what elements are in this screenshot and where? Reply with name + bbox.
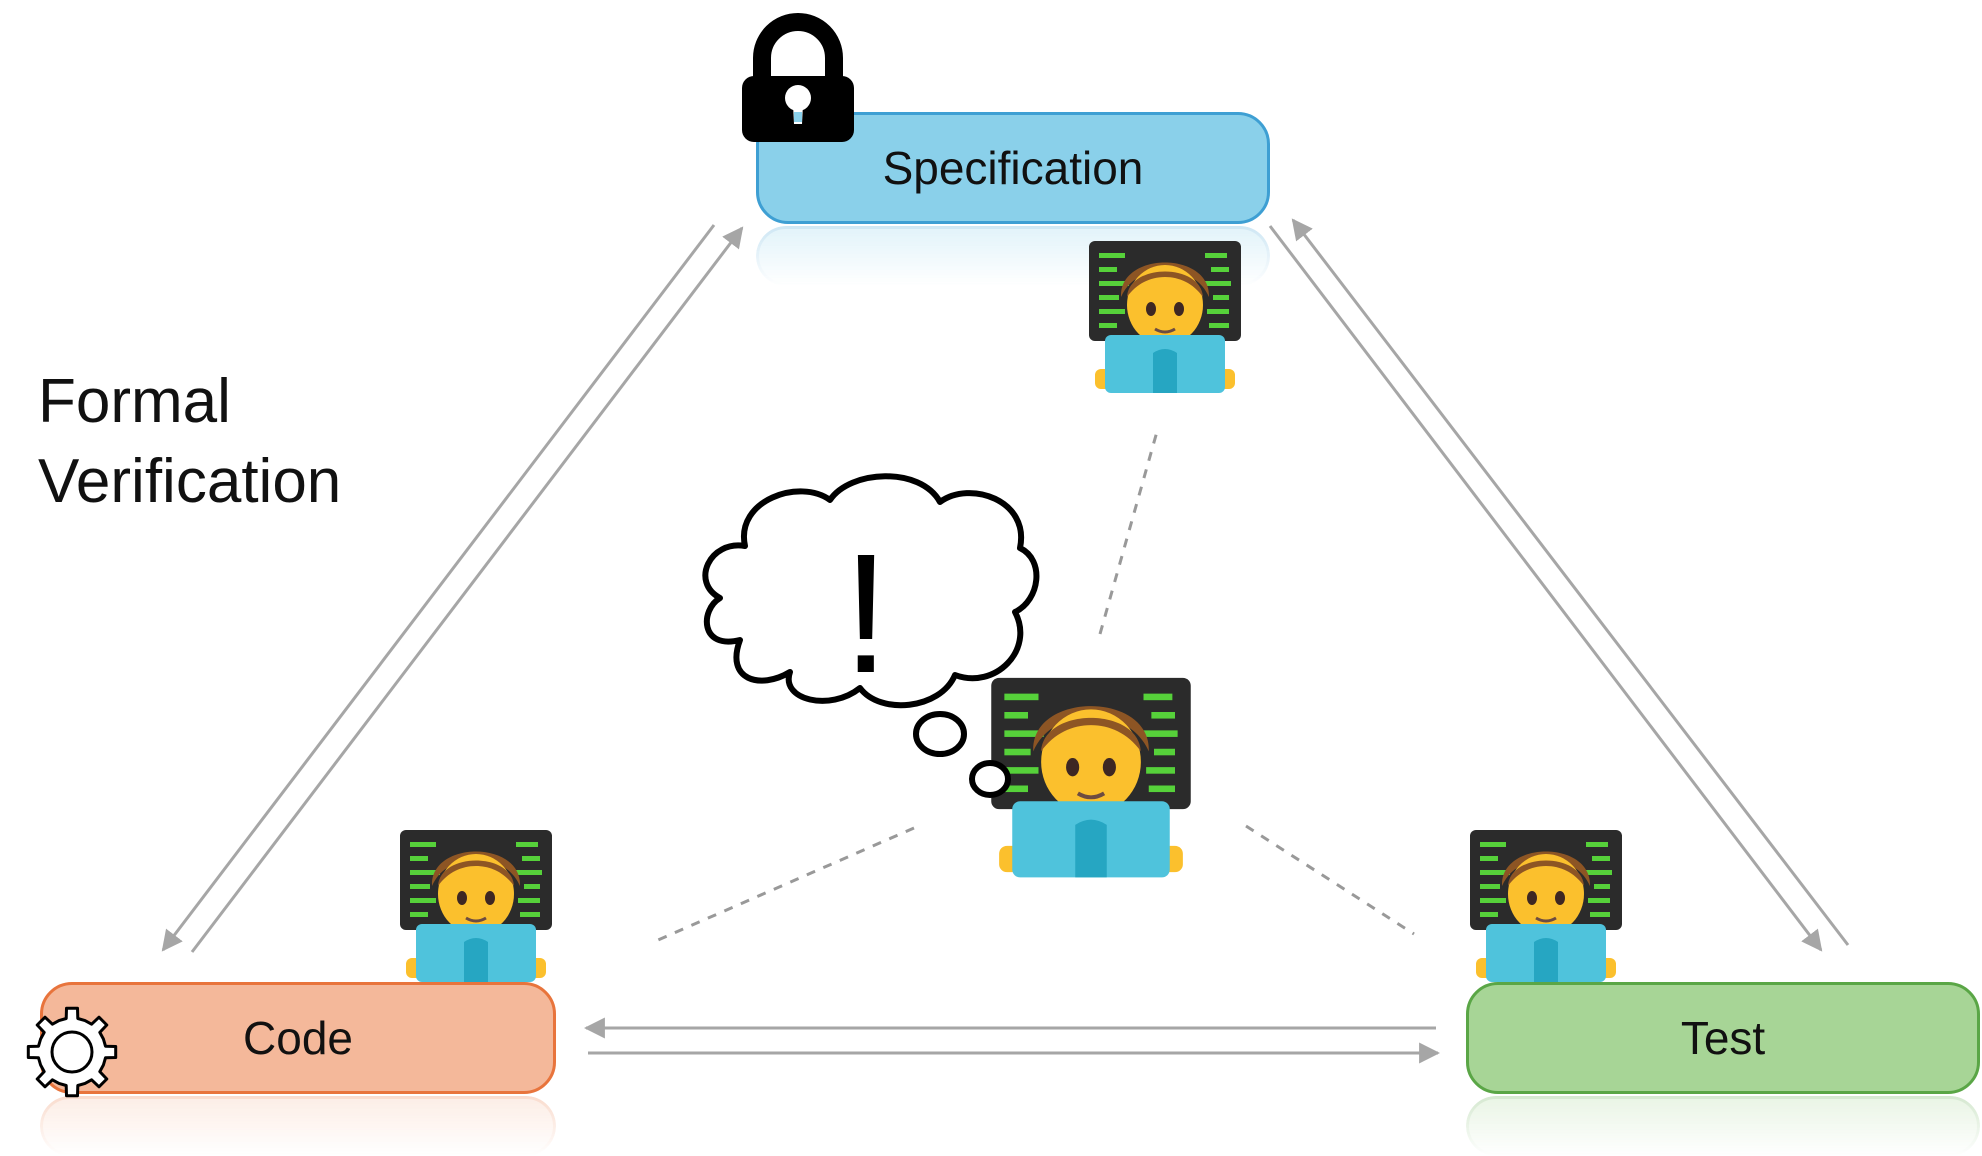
technologist-icon-code [398,828,554,984]
side-label-line-1: Formal [38,367,231,436]
code-label: Code [243,1012,353,1064]
side-label-line-2: Verification [38,447,342,516]
code-node: Code [40,982,556,1094]
technologist-icon-spec [1087,239,1243,395]
dashed-center-to-spec [1098,427,1160,635]
test-label: Test [1680,1012,1766,1064]
specification-label: Specification [882,142,1144,194]
exclamation-mark: ! [842,519,889,709]
technologist-icon-center [989,675,1193,880]
arrow-test-to-spec [1291,218,1850,946]
arrow-spec-to-test [1268,225,1823,952]
arrow-spec-to-code [161,224,716,952]
thought-bubble: ! [702,473,1040,798]
dashed-center-to-code [657,826,915,942]
test-node: Test [1466,982,1980,1094]
specification-node: Specification [756,112,1270,224]
lock-icon [742,13,854,142]
arrow-code-to-spec [190,226,744,953]
dashed-center-to-test [1245,824,1415,936]
formal-verification-label: Formal Verification [38,362,341,522]
gear-icon [26,1006,118,1098]
technologist-icon-test [1468,828,1624,984]
